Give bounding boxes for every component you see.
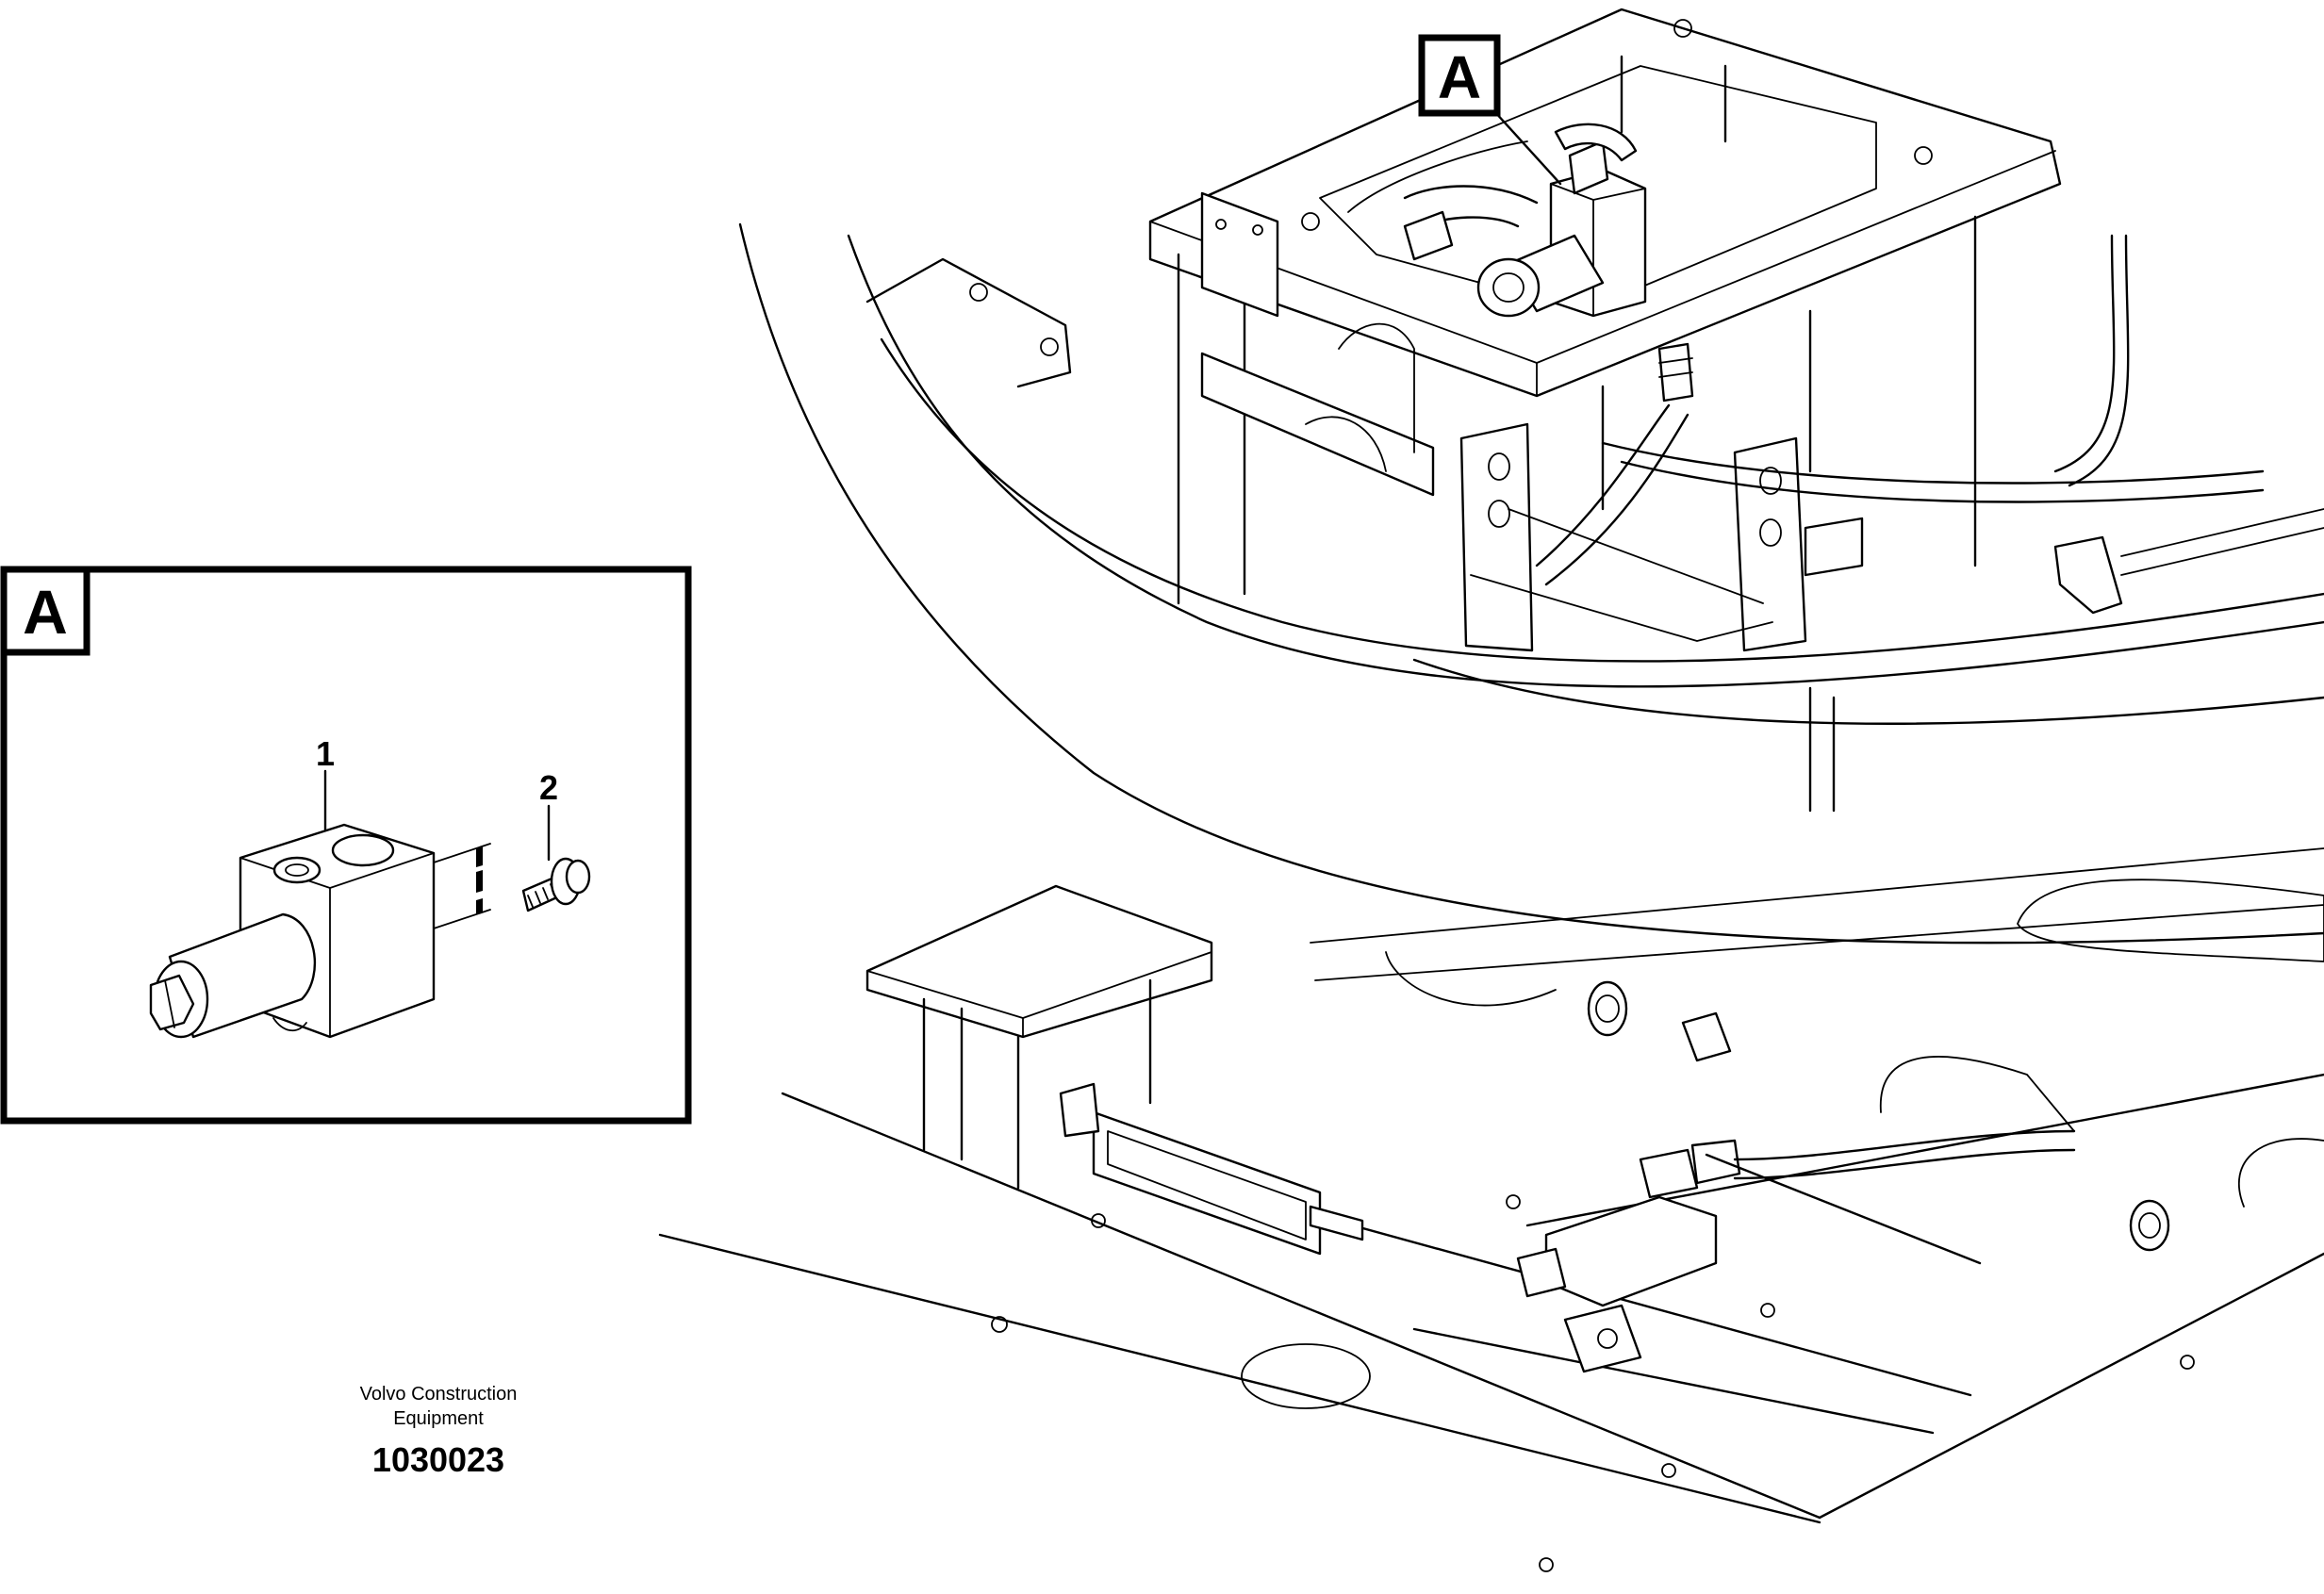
callout-a-main: A bbox=[1418, 34, 1501, 117]
company-name-line-2: Equipment bbox=[393, 1408, 484, 1429]
valve-block-installed bbox=[1403, 123, 1647, 318]
detail-view-a: A bbox=[0, 566, 692, 1125]
callout-a-leader bbox=[1492, 109, 1562, 186]
machine-frame-drawing bbox=[658, 8, 2324, 1572]
part-2-number: 2 bbox=[539, 768, 558, 807]
company-name-line-1: Volvo Construction bbox=[359, 1384, 518, 1405]
part-1-number: 1 bbox=[316, 734, 335, 773]
drawing-number: 1030023 bbox=[371, 1440, 505, 1479]
footer-caption: Volvo Construction Equipment 1030023 bbox=[311, 1382, 566, 1482]
callout-a-main-label: A bbox=[1438, 43, 1481, 111]
solenoid-valve-part bbox=[149, 823, 491, 1039]
bolt-part bbox=[521, 857, 591, 912]
detail-view-a-label: A bbox=[23, 577, 68, 647]
